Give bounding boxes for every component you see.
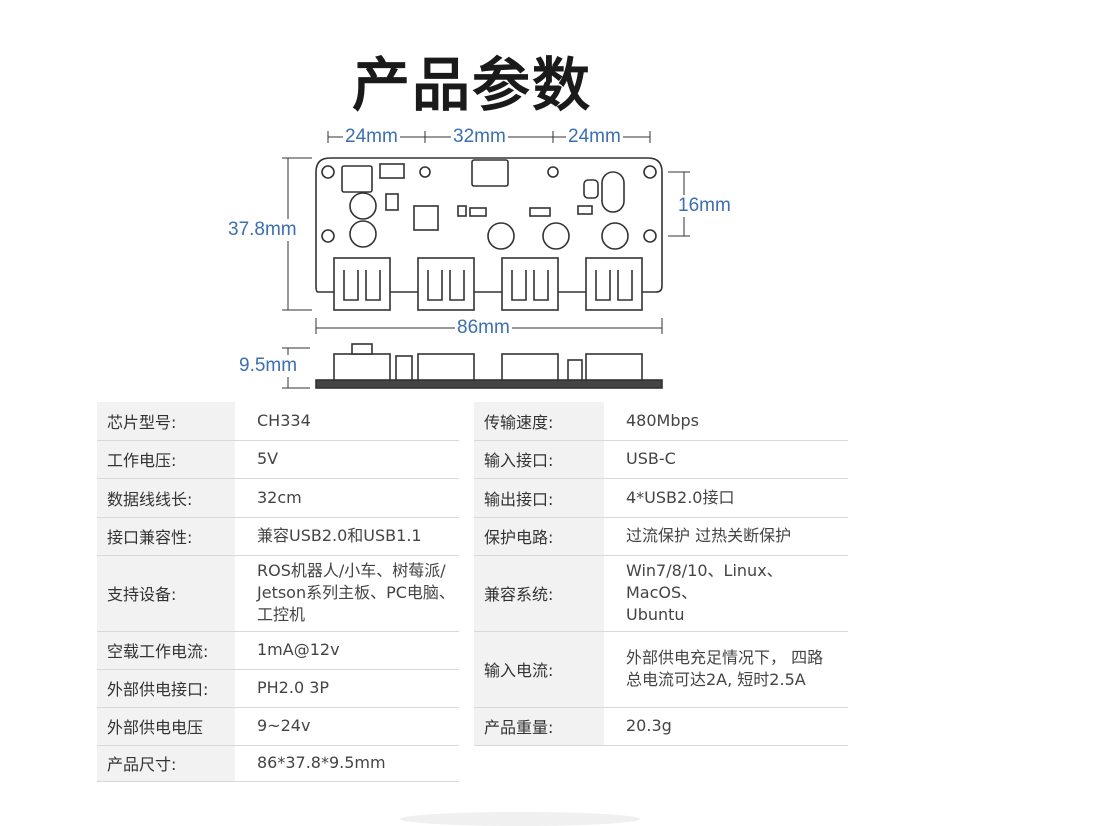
- page-title: 产品参数: [351, 51, 592, 119]
- dim-right-margin: 24mm: [566, 126, 623, 148]
- spec-value: 20.3g: [604, 707, 848, 746]
- spec-key: 产品重量:: [474, 707, 604, 746]
- spec-key: 保护电路:: [474, 517, 604, 556]
- spec-row: 保护电路:过流保护 过热关断保护: [474, 517, 848, 556]
- board-top-view: [315, 157, 663, 311]
- spec-row: 输入电流:外部供电充足情况下， 四路 总电流可达2A, 短时2.5A: [474, 631, 848, 708]
- spec-key: 产品尺寸:: [97, 745, 235, 782]
- spec-row: 支持设备:ROS机器人/小车、树莓派/ Jetson系列主板、PC电脑、 工控机: [97, 555, 459, 632]
- spec-key: 输入接口:: [474, 440, 604, 479]
- spec-value: 9~24v: [235, 707, 459, 746]
- spec-key: 空载工作电流:: [97, 631, 235, 670]
- spec-row: 工作电压:5V: [97, 440, 459, 479]
- spec-key: 兼容系统:: [474, 555, 604, 632]
- spec-row: 输入接口:USB-C: [474, 440, 848, 479]
- spec-row: 产品重量:20.3g: [474, 707, 848, 746]
- dim-width: 86mm: [455, 317, 512, 339]
- spec-value: 1mA@12v: [235, 631, 459, 670]
- spec-key: 输出接口:: [474, 478, 604, 518]
- spec-value: 86*37.8*9.5mm: [235, 745, 459, 782]
- spec-row: 外部供电接口:PH2.0 3P: [97, 669, 459, 708]
- board-diagram: [282, 131, 690, 389]
- spec-value: 480Mbps: [604, 402, 848, 441]
- spec-value: 4*USB2.0接口: [604, 478, 848, 518]
- spec-value: CH334: [235, 402, 459, 441]
- spec-value: 兼容USB2.0和USB1.1: [235, 517, 459, 556]
- spec-key: 数据线线长:: [97, 478, 235, 518]
- spec-value: 外部供电充足情况下， 四路 总电流可达2A, 短时2.5A: [604, 631, 848, 708]
- spec-value: 5V: [235, 440, 459, 479]
- spec-key: 接口兼容性:: [97, 517, 235, 556]
- spec-value: USB-C: [604, 440, 848, 479]
- dim-left-margin: 24mm: [343, 126, 400, 148]
- spec-key: 传输速度:: [474, 402, 604, 441]
- spec-row: 空载工作电流:1mA@12v: [97, 631, 459, 670]
- spec-value: Win7/8/10、Linux、MacOS、 Ubuntu: [604, 555, 848, 632]
- dim-height: 37.8mm: [226, 219, 299, 241]
- dim-hole-spacing: 16mm: [676, 195, 733, 217]
- spec-row: 芯片型号:CH334: [97, 402, 459, 441]
- spec-row: 输出接口:4*USB2.0接口: [474, 478, 848, 518]
- spec-row: 接口兼容性:兼容USB2.0和USB1.1: [97, 517, 459, 556]
- spec-value: PH2.0 3P: [235, 669, 459, 708]
- dim-center-spacing: 32mm: [451, 126, 508, 148]
- spec-row: 产品尺寸:86*37.8*9.5mm: [97, 745, 459, 782]
- spec-key: 芯片型号:: [97, 402, 235, 441]
- spec-row: 传输速度:480Mbps: [474, 402, 848, 441]
- spec-key: 外部供电电压: [97, 707, 235, 746]
- spec-row: 兼容系统:Win7/8/10、Linux、MacOS、 Ubuntu: [474, 555, 848, 632]
- spec-row: 数据线线长:32cm: [97, 478, 459, 518]
- spec-key: 外部供电接口:: [97, 669, 235, 708]
- spec-key: 输入电流:: [474, 631, 604, 708]
- spec-value: 32cm: [235, 478, 459, 518]
- board-side-view: [315, 343, 663, 389]
- spec-key: 支持设备:: [97, 555, 235, 632]
- spec-key: 工作电压:: [97, 440, 235, 479]
- spec-value: 过流保护 过热关断保护: [604, 517, 848, 556]
- dim-thickness: 9.5mm: [237, 355, 300, 377]
- spec-value: ROS机器人/小车、树莓派/ Jetson系列主板、PC电脑、 工控机: [235, 555, 459, 632]
- page-bottom-fade: [400, 812, 640, 826]
